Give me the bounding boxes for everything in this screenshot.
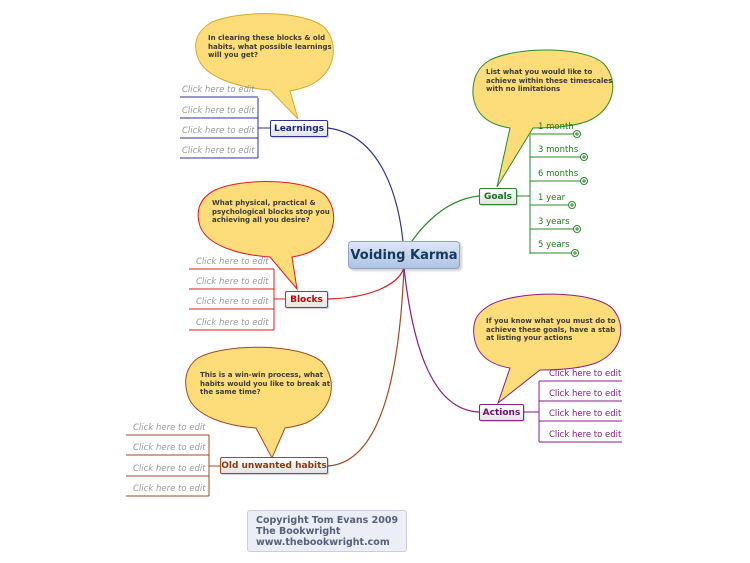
old-habits-leaf-connectors xyxy=(126,434,220,497)
copyright-publisher: The Bookwright xyxy=(256,526,341,537)
copyright-box: Copyright Tom Evans 2009 The Bookwright … xyxy=(247,510,407,552)
goals-subtopic-1-year[interactable]: 1 year xyxy=(538,193,566,203)
learnings-subtopic-3[interactable]: Click here to edit xyxy=(182,126,255,136)
callout-line: achieve within these timescales xyxy=(486,76,613,85)
actions-subtopic-1[interactable]: Click here to edit xyxy=(549,369,622,379)
callout-line: achieving all you desire? xyxy=(212,216,310,224)
learnings-leaf-connectors xyxy=(180,96,270,159)
learnings-subtopic-2[interactable]: Click here to edit xyxy=(182,106,255,116)
actions-leaf-connectors xyxy=(524,380,622,443)
expand-3-months-icon[interactable] xyxy=(580,153,588,161)
blocks-subtopic-3[interactable]: Click here to edit xyxy=(196,297,269,307)
expand-6-months-icon[interactable] xyxy=(580,177,588,185)
goals-subtopic-5-years[interactable]: 5 years xyxy=(538,240,570,250)
callout-line: achieve these goals, have a stab xyxy=(486,325,616,334)
topic-goals[interactable]: Goals xyxy=(479,188,517,205)
callout-line: What physical, practical & xyxy=(212,199,316,207)
actions-subtopic-4[interactable]: Click here to edit xyxy=(549,430,622,440)
callout-actions-text: If you know what you must do to achieve … xyxy=(486,317,616,343)
callout-goals-shape xyxy=(472,49,614,188)
callout-learnings-text: In clearing these blocks & old habits, w… xyxy=(208,34,332,60)
topic-actions[interactable]: Actions xyxy=(479,404,524,421)
blocks-leaf-connectors xyxy=(189,268,285,331)
expand-5-years-icon[interactable] xyxy=(571,249,579,257)
copyright-website: www.thebookwright.com xyxy=(256,537,390,548)
callout-actions-shape xyxy=(473,293,622,405)
callout-learnings-shape xyxy=(195,13,334,120)
callout-line: habits, what possible learnings xyxy=(208,42,332,51)
branch-old-habits-line xyxy=(327,267,405,467)
callout-old-habits-text: This is a win-win process, what habits w… xyxy=(200,371,330,397)
callout-old-habits-shape xyxy=(185,346,332,460)
expand-1-year-icon[interactable] xyxy=(568,201,576,209)
goals-subtopic-3-years[interactable]: 3 years xyxy=(538,217,570,227)
callout-line: If you know what you must do to xyxy=(486,317,616,325)
old-habits-subtopic-2[interactable]: Click here to edit xyxy=(133,443,206,453)
expand-3-years-icon[interactable] xyxy=(573,225,581,233)
copyright-line: Copyright Tom Evans 2009 xyxy=(256,515,399,526)
old-habits-subtopic-3[interactable]: Click here to edit xyxy=(133,464,206,474)
callout-line: the same time? xyxy=(200,388,261,396)
callout-line: List what you would like to xyxy=(486,68,593,76)
callout-line: at listing your actions xyxy=(486,334,573,342)
goals-subtopic-1-month[interactable]: 1 month xyxy=(538,122,574,132)
blocks-subtopic-4[interactable]: Click here to edit xyxy=(196,318,269,328)
expand-1-month-icon[interactable] xyxy=(573,130,581,138)
callout-line: In clearing these blocks & old xyxy=(208,34,326,42)
central-topic[interactable]: Voiding Karma xyxy=(348,241,460,269)
actions-subtopic-3[interactable]: Click here to edit xyxy=(549,409,622,419)
goals-subtopic-6-months[interactable]: 6 months xyxy=(538,169,579,179)
topic-old-unwanted-habits[interactable]: Old unwanted habits xyxy=(220,457,328,474)
callout-blocks-text: What physical, practical & psychological… xyxy=(212,199,330,225)
callout-blocks-shape xyxy=(197,181,335,291)
callout-line: This is a win-win process, what xyxy=(200,371,324,379)
learnings-subtopic-4[interactable]: Click here to edit xyxy=(182,146,255,156)
goals-leaf-connectors xyxy=(517,133,584,254)
callout-line: habits would you like to break at xyxy=(200,379,331,388)
branch-learnings-line xyxy=(327,127,405,254)
topic-learnings[interactable]: Learnings xyxy=(270,120,328,137)
actions-subtopic-2[interactable]: Click here to edit xyxy=(549,389,622,399)
learnings-subtopic-1[interactable]: Click here to edit xyxy=(182,85,255,95)
old-habits-subtopic-1[interactable]: Click here to edit xyxy=(133,423,206,433)
callout-line: will you get? xyxy=(208,51,259,59)
goals-expand-buttons xyxy=(568,130,588,257)
callout-goals-text: List what you would like to achieve with… xyxy=(486,68,612,94)
topic-blocks[interactable]: Blocks xyxy=(285,291,328,308)
old-habits-subtopic-4[interactable]: Click here to edit xyxy=(133,484,206,494)
goals-subtopic-3-months[interactable]: 3 months xyxy=(538,145,579,155)
blocks-subtopic-2[interactable]: Click here to edit xyxy=(196,277,269,287)
branch-blocks-line xyxy=(327,267,405,300)
branch-actions-line xyxy=(403,267,480,413)
callout-line: psychological blocks stop you xyxy=(212,207,330,216)
callout-line: with no limitations xyxy=(486,85,561,93)
blocks-subtopic-1[interactable]: Click here to edit xyxy=(196,257,269,267)
